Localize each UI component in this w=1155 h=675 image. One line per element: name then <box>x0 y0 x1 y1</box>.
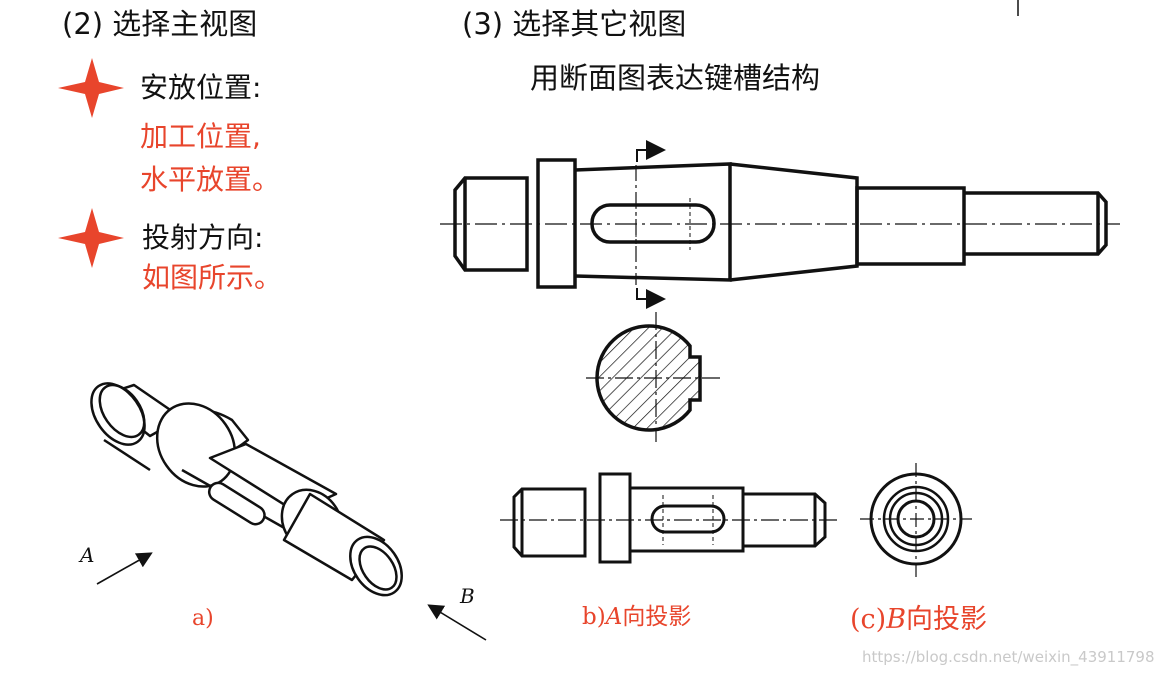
red-four-point-star-icon <box>58 58 124 118</box>
caption-b-prefix: b) <box>582 604 606 630</box>
caption-b: b)A向投影 <box>582 606 691 629</box>
placement-detail-line2: 水平放置。 <box>140 163 281 196</box>
arrow-a-label: A <box>80 543 95 567</box>
caption-c-prefix: (c) <box>850 604 887 635</box>
projection-label: 投射方向: <box>142 221 264 254</box>
watermark: https://blog.csdn.net/weixin_43911798 <box>862 648 1155 666</box>
red-four-point-star-icon <box>58 208 124 268</box>
projection-detail: 如图所示。 <box>142 261 283 294</box>
a-direction-projection <box>512 472 827 564</box>
isometric-shaft <box>90 382 403 597</box>
section-arrow-bottom <box>636 288 666 309</box>
caption-b-letter: A <box>605 604 623 630</box>
caption-b-suffix: 向投影 <box>622 604 692 630</box>
right-heading: (3) 选择其它视图 <box>462 7 687 41</box>
placement-label: 安放位置: <box>140 71 262 104</box>
placement-detail-line1: 加工位置, <box>140 120 261 153</box>
caption-c-suffix: 向投影 <box>906 604 988 635</box>
direction-arrow-a <box>96 552 153 585</box>
direction-arrow-b <box>427 604 487 641</box>
keyway-section-view <box>586 312 724 442</box>
right-subheading: 用断面图表达键槽结构 <box>530 61 821 95</box>
caption-a: a) <box>192 606 214 631</box>
caption-c-letter: B <box>886 604 907 635</box>
caption-c: (c)B向投影 <box>850 606 987 633</box>
left-heading: (2) 选择主视图 <box>62 7 258 41</box>
main-view-shaft <box>453 158 1108 289</box>
arrow-b-label: B <box>460 584 475 608</box>
section-arrow-top <box>636 140 666 162</box>
